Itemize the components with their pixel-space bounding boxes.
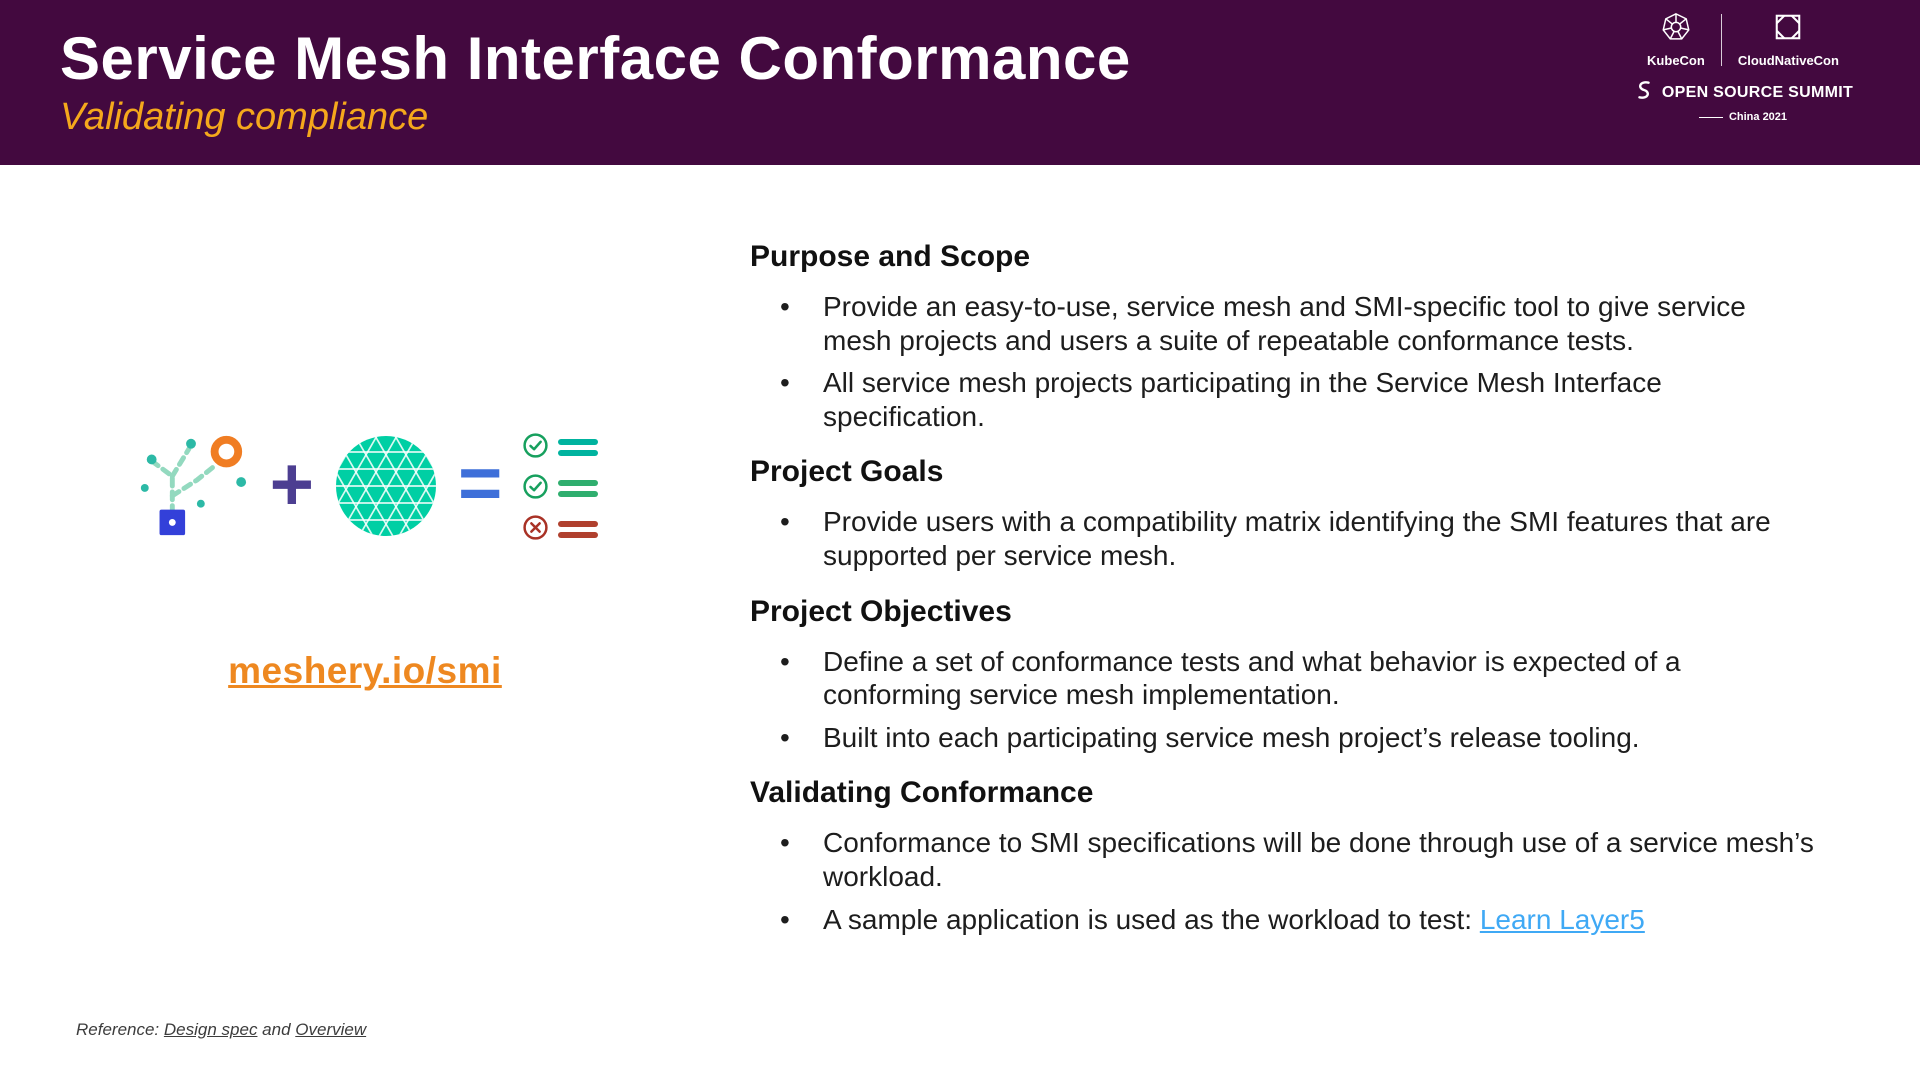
page-subtitle: Validating compliance xyxy=(60,95,429,138)
plus-sign: + xyxy=(269,441,314,527)
kubecon-label: KubeCon xyxy=(1647,53,1705,68)
section-heading: Project Goals xyxy=(750,455,944,489)
bullet-text: Conformance to SMI specifications will b… xyxy=(823,827,1814,892)
right-column: Purpose and Scope Provide an easy-to-use… xyxy=(750,240,1814,958)
meshery-logo-icon xyxy=(334,434,438,543)
bullet-item: All service mesh projects participating … xyxy=(780,366,1814,433)
bullet-item: Conformance to SMI specifications will b… xyxy=(780,826,1814,893)
kubecon-helm-icon xyxy=(1661,12,1691,47)
check-circle-icon xyxy=(522,432,549,464)
cloudnativecon-icon xyxy=(1773,12,1803,47)
design-spec-link[interactable]: Design spec xyxy=(163,1020,258,1039)
reference-and: and xyxy=(257,1020,296,1039)
bullet-text: Provide an easy-to-use, service mesh and… xyxy=(823,291,1746,356)
check-circle-icon xyxy=(522,473,549,505)
checklist-lines xyxy=(558,521,599,538)
section-heading: Project Objectives xyxy=(750,594,1012,628)
event-location-label: China 2021 xyxy=(1728,111,1788,123)
checklist-row-fail xyxy=(522,514,599,546)
reference-prefix: Reference: xyxy=(76,1020,164,1039)
smi-meshery-equation-graphic: + = xyxy=(132,427,599,550)
bullet-text: Provide users with a compatibility matri… xyxy=(823,506,1771,571)
overview-link[interactable]: Overview xyxy=(295,1020,367,1039)
section-purpose-and-scope: Purpose and Scope Provide an easy-to-use… xyxy=(750,240,1814,433)
location-divider-line xyxy=(1698,116,1723,118)
equals-sign: = xyxy=(458,440,503,526)
left-column: + = xyxy=(40,240,690,692)
slide-header: Service Mesh Interface Conformance Valid… xyxy=(0,0,1920,165)
checklist-row-pass xyxy=(522,432,599,464)
section-heading: Purpose and Scope xyxy=(750,240,1031,273)
logo-row: KubeCon CloudNativeCon xyxy=(1618,12,1868,68)
bullet-item: Built into each participating service me… xyxy=(780,721,1814,755)
bullet-item: Define a set of conformance tests and wh… xyxy=(780,645,1814,712)
bullet-item: A sample application is used as the work… xyxy=(780,903,1814,937)
section-project-goals: Project Goals Provide users with a compa… xyxy=(750,455,1814,572)
bullet-item: Provide users with a compatibility matri… xyxy=(780,505,1814,572)
kubecon-logo: KubeCon xyxy=(1647,12,1705,68)
slide-body: + = xyxy=(0,165,1920,958)
page-title: Service Mesh Interface Conformance xyxy=(60,24,1131,92)
event-location-row: China 2021 xyxy=(1618,111,1868,123)
checklist-row-pass xyxy=(522,473,599,505)
meshery-smi-link[interactable]: meshery.io/smi xyxy=(228,650,502,691)
cloudnativecon-label: CloudNativeCon xyxy=(1737,53,1839,68)
learn-layer5-link[interactable]: Learn Layer5 xyxy=(1479,903,1645,935)
section-validating-conformance: Validating Conformance Conformance to SM… xyxy=(750,776,1814,936)
section-heading: Validating Conformance xyxy=(750,776,1094,810)
reference-footer: Reference: Design spec and Overview xyxy=(76,1020,366,1040)
open-source-summit-label: OPEN SOURCE SUMMIT xyxy=(1661,83,1854,101)
bullet-text: All service mesh projects participating … xyxy=(823,367,1662,432)
bullet-text: A sample application is used as the work… xyxy=(823,903,1480,935)
open-source-summit-icon xyxy=(1633,79,1655,106)
conference-logos: KubeCon CloudNativeCon xyxy=(1618,12,1868,123)
bullet-text: Define a set of conformance tests and wh… xyxy=(823,645,1681,711)
logo-divider xyxy=(1720,14,1722,66)
open-source-summit-row: OPEN SOURCE SUMMIT xyxy=(1618,79,1868,106)
bullet-item: Provide an easy-to-use, service mesh and… xyxy=(780,290,1814,357)
checklist-lines xyxy=(558,439,599,456)
conformance-checklist-icon xyxy=(522,432,599,546)
checklist-lines xyxy=(558,480,599,497)
service-mesh-network-icon xyxy=(132,427,250,550)
cross-circle-icon xyxy=(522,514,549,546)
header-titles: Service Mesh Interface Conformance Valid… xyxy=(60,27,1920,139)
cloudnativecon-logo: CloudNativeCon xyxy=(1738,12,1839,68)
section-project-objectives: Project Objectives Define a set of confo… xyxy=(750,595,1814,755)
bullet-text: Built into each participating service me… xyxy=(823,721,1640,753)
